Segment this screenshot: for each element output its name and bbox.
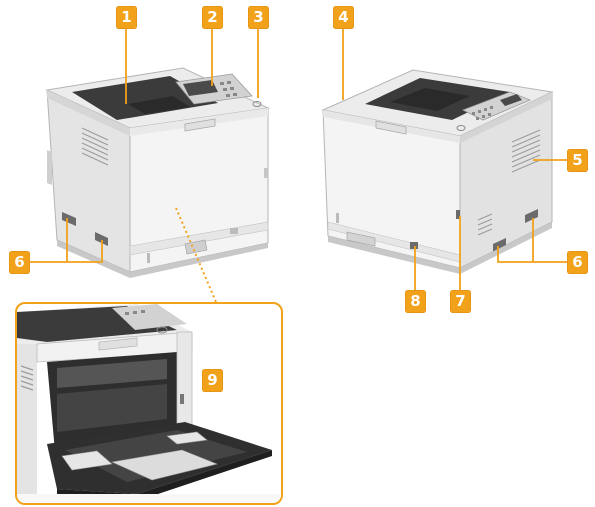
rear-printer-body <box>321 69 554 274</box>
callout-1: 1 <box>116 6 137 29</box>
callout-8: 8 <box>405 290 426 313</box>
front-printer-body <box>45 67 270 278</box>
zoom-leader-line <box>175 207 217 303</box>
callout-9: 9 <box>202 369 223 392</box>
callout-3: 3 <box>248 6 269 29</box>
callout-5: 5 <box>567 149 588 172</box>
callout-2: 2 <box>202 6 223 29</box>
callout-leader-lines <box>30 28 569 430</box>
zoom-detail-frame <box>15 302 283 505</box>
multipurpose-tray-detail <box>17 304 281 503</box>
callout-4: 4 <box>333 6 354 29</box>
callout-6-left: 6 <box>9 251 30 274</box>
callout-6-right: 6 <box>567 251 588 274</box>
callout-7: 7 <box>450 290 471 313</box>
